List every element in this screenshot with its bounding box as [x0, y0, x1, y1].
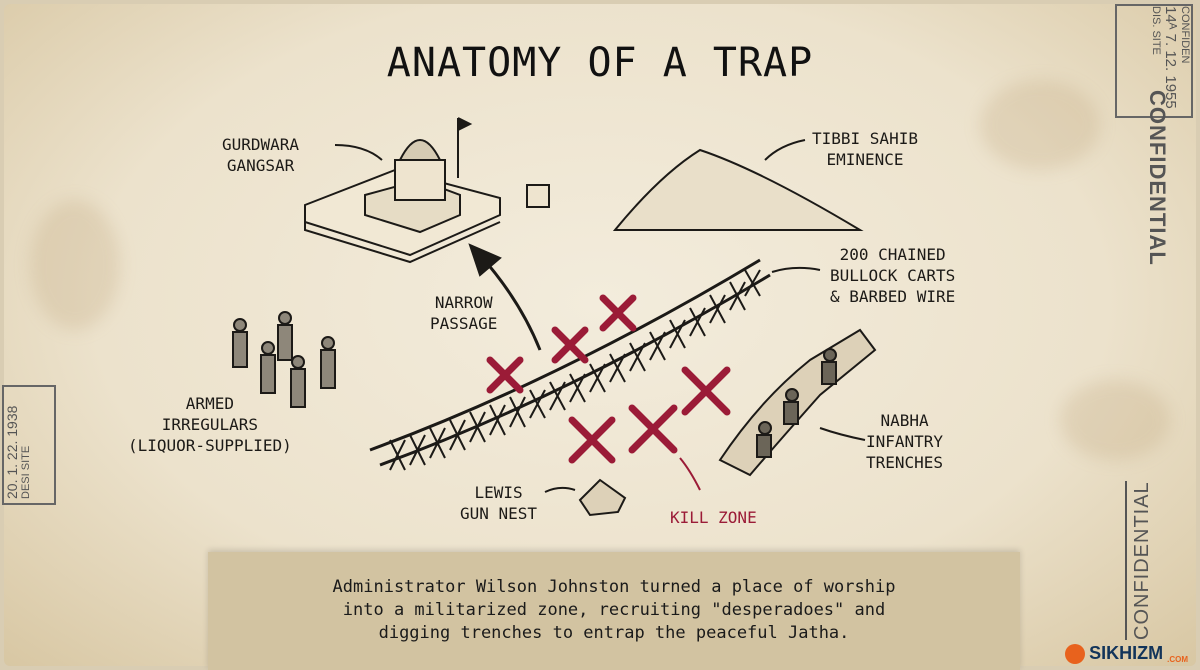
gurdwara-compound	[304, 117, 550, 264]
label-kill-zone: KILL ZONE	[670, 508, 757, 527]
tibbi-sahib-hill	[612, 148, 864, 231]
armed-irregulars	[232, 311, 336, 408]
paper-stain	[1060, 380, 1170, 460]
caption-box: Administrator Wilson Johnston turned a p…	[208, 552, 1020, 670]
caption-line: Administrator Wilson Johnston turned a p…	[332, 577, 896, 597]
khanda-icon	[1065, 643, 1086, 664]
lewis-gun-nest	[578, 478, 627, 517]
pointer-arrow	[334, 144, 383, 161]
paper-stain	[980, 80, 1100, 170]
confidential-stamp-bottom: CONFIDENTIAL	[1125, 481, 1154, 640]
pointer-arrow	[819, 427, 866, 441]
caption-line: digging trenches to entrap the peaceful …	[378, 623, 850, 643]
pointer-arrow	[544, 486, 576, 493]
caption-line: into a militarized zone, recruiting "des…	[342, 600, 886, 620]
paper-stain	[30, 200, 120, 330]
soldiers-in-trench	[756, 348, 837, 458]
wire-crosses	[389, 269, 761, 471]
pointer-arrow	[771, 266, 821, 273]
kill-zone-markers	[486, 294, 731, 464]
barbed-wire-line	[369, 258, 771, 467]
pointer-arrow	[679, 457, 701, 491]
pointer-arrow	[764, 139, 806, 161]
page-title: ANATOMY OF A TRAP	[386, 40, 814, 86]
sikhizm-logo: SIKHIZM .COM	[1065, 643, 1188, 664]
confidential-stamp-top: CONFIDENTIAL	[1145, 90, 1170, 266]
